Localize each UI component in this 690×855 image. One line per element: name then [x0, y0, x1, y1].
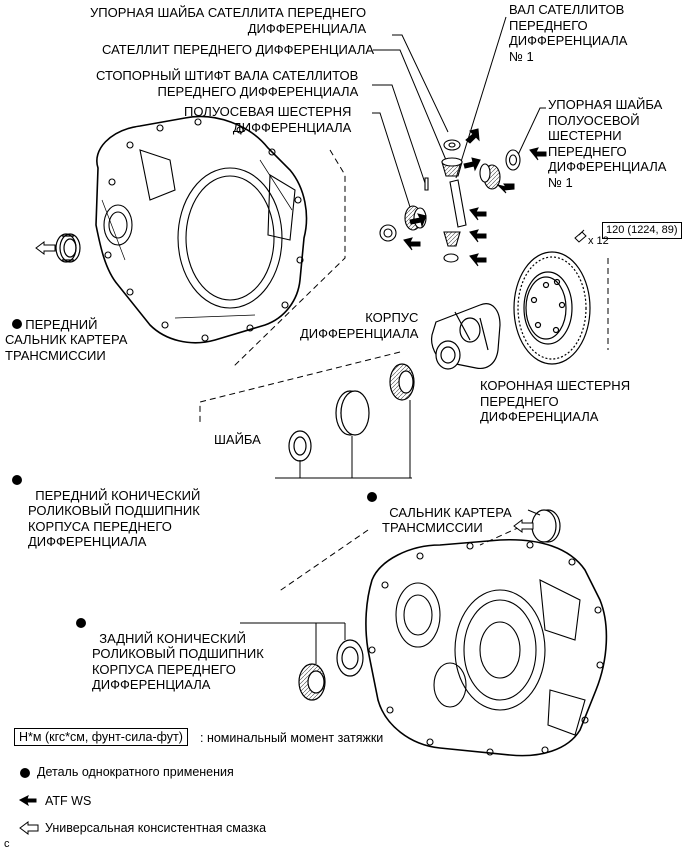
transmission-housing-front [95, 115, 308, 344]
label-rear-bearing: ЗАДНИЙ КОНИЧЕСКИЙ РОЛИКОВЫЙ ПОДШИПНИК КО… [76, 615, 264, 693]
differential-parts [379, 139, 521, 263]
legend-dot-icon [20, 768, 30, 778]
dashed-lines [199, 149, 609, 593]
legend-non-reusable: Деталь однократного применения [37, 765, 234, 779]
differential-case [431, 303, 501, 370]
bolt [574, 229, 587, 243]
label-diff-case: КОРПУС ДИФФЕРЕНЦИАЛА [300, 310, 419, 341]
leader-lines [372, 16, 546, 208]
non-reusable-icon [76, 618, 86, 628]
footer-letter: c [4, 838, 10, 850]
front-seal [55, 233, 81, 263]
label-side-washer: УПОРНАЯ ШАЙБА ПОЛУОСЕВОЙ ШЕСТЕРНИ ПЕРЕДН… [548, 97, 667, 190]
ring-gear [513, 251, 591, 365]
label-washer: ШАЙБА [214, 432, 261, 447]
legend-grease-arrow [19, 821, 39, 835]
label-case-seal: САЛЬНИК КАРТЕРА ТРАНСМИССИИ [367, 489, 512, 536]
bracket-rear-bearing [240, 622, 346, 664]
rear-bearing [298, 639, 364, 701]
non-reusable-icon [12, 319, 23, 330]
label-pinion-pin: СТОПОРНЫЙ ШТИФТ ВАЛА САТЕЛЛИТОВ ПЕРЕДНЕГ… [96, 68, 359, 99]
legend-torque-desc: : номинальный момент затяжки [200, 731, 384, 745]
atf-arrows [403, 128, 547, 267]
label-pinion-gear: САТЕЛЛИТ ПЕРЕДНЕГО ДИФФЕРЕНЦИАЛА [102, 42, 375, 57]
bolt-count: x 12 [588, 235, 609, 247]
middle-bearings [288, 363, 415, 462]
label-pinion-washer: УПОРНАЯ ШАЙБА САТЕЛЛИТА ПЕРЕДНЕГО ДИФФЕР… [90, 5, 367, 36]
legend-torque-box: Н*м (кгс*см, фунт-сила-фут) [14, 728, 188, 746]
transmission-housing-rear [365, 538, 608, 757]
label-front-bearing: ПЕРЕДНИЙ КОНИЧЕСКИЙ РОЛИКОВЫЙ ПОДШИПНИК … [12, 472, 200, 550]
non-reusable-icon [12, 475, 22, 485]
torque-spec-box: 120 (1224, 89) [602, 222, 682, 239]
non-reusable-icon [367, 492, 377, 502]
legend-atf: ATF WS [45, 794, 92, 808]
bracket-front-bearing [275, 400, 412, 479]
grease-arrow-right [513, 519, 534, 533]
label-ring-gear: КОРОННАЯ ШЕСТЕРНЯ ПЕРЕДНЕГО ДИФФЕРЕНЦИАЛ… [480, 378, 631, 424]
label-front-seal: ПЕРЕДНИЙ САЛЬНИК КАРТЕРА ТРАНСМИССИИ [5, 316, 128, 363]
case-seal [531, 509, 561, 543]
label-pinion-shaft: ВАЛ САТЕЛЛИТОВ ПЕРЕДНЕГО ДИФФЕРЕНЦИАЛА №… [509, 2, 628, 64]
legend-grease: Универсальная консистентная смазка [45, 821, 267, 835]
grease-arrow-left [35, 241, 56, 255]
label-side-gear: ПОЛУОСЕВАЯ ШЕСТЕРНЯ ДИФФЕРЕНЦИАЛА [184, 104, 352, 135]
legend-atf-arrow [18, 795, 37, 807]
